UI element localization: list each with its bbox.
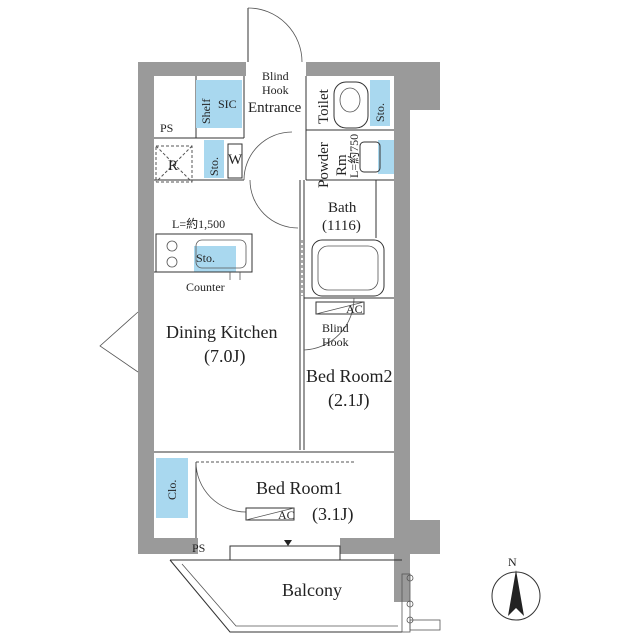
blind-hook-mid-label-2: Hook [322, 335, 349, 349]
ps-top-label: PS [160, 121, 173, 135]
ps-bottom-label: PS [192, 541, 205, 555]
closet-storage [156, 458, 188, 518]
blind-hook-mid-label-1: Blind [322, 321, 349, 335]
powder-room-dimension: L=約750 [346, 134, 361, 178]
washer-space [227, 143, 243, 179]
bedroom2-label: Bed Room2 [306, 366, 393, 386]
ac-upper [315, 301, 365, 315]
bedroom1-size: (3.1J) [312, 504, 354, 525]
dining-kitchen-size: (7.0J) [204, 346, 246, 367]
compass-north-label: N [508, 555, 517, 569]
entrance-door [247, 7, 303, 63]
bathtub [311, 180, 385, 297]
powder-room-label-2: Rm [334, 154, 350, 176]
refrigerator-label: R [168, 158, 178, 174]
bedroom2-size: (2.1J) [328, 390, 370, 411]
ac-lower [245, 507, 295, 521]
powder-sink [359, 141, 381, 173]
entrance-label: Entrance [248, 100, 302, 116]
toilet-storage [370, 80, 390, 126]
shelf-label: Shelf [199, 99, 213, 124]
door-swing-entrance-inner [243, 131, 293, 181]
kitchen-storage-label: Sto. [196, 251, 215, 265]
door-swing-kitchen [249, 179, 299, 229]
blind-hook-top-label-1: Blind [262, 69, 289, 83]
toilet-storage-label: Sto. [373, 103, 387, 122]
ac-upper-label: AC [346, 302, 363, 316]
toilet-label: Toilet [316, 88, 332, 124]
bath-label-1: Bath [328, 200, 357, 216]
washer-storage-label: Sto. [207, 157, 221, 176]
washer-storage [204, 140, 224, 178]
washer-label: W [228, 152, 243, 168]
dining-kitchen-label: Dining Kitchen [166, 322, 277, 342]
door-swing-bedroom1 [195, 461, 247, 513]
ac-lower-label: AC [278, 508, 295, 522]
north-compass: N [491, 555, 541, 621]
counter-label: Counter [186, 280, 225, 294]
refrigerator-space [155, 145, 193, 183]
sic-storage [196, 80, 242, 128]
balcony-outline [169, 540, 441, 633]
balcony-label: Balcony [282, 580, 342, 600]
sic-label: SIC [218, 97, 237, 111]
kitchen-dimension: L=約1,500 [172, 216, 225, 231]
outer-walls [138, 62, 440, 602]
bedroom1-label: Bed Room1 [256, 478, 343, 498]
kitchen-counter [155, 233, 253, 280]
closet-label: Clo. [165, 480, 179, 500]
toilet-fixture [333, 81, 369, 129]
bath-label-2: (1116) [322, 218, 361, 234]
powder-storage [378, 140, 394, 174]
blind-hook-top-label-2: Hook [262, 83, 289, 97]
interior-walls [154, 76, 394, 538]
powder-room-label-1: Powder [316, 142, 332, 188]
side-door-left [99, 311, 139, 373]
door-swing-bedroom2 [303, 297, 355, 351]
